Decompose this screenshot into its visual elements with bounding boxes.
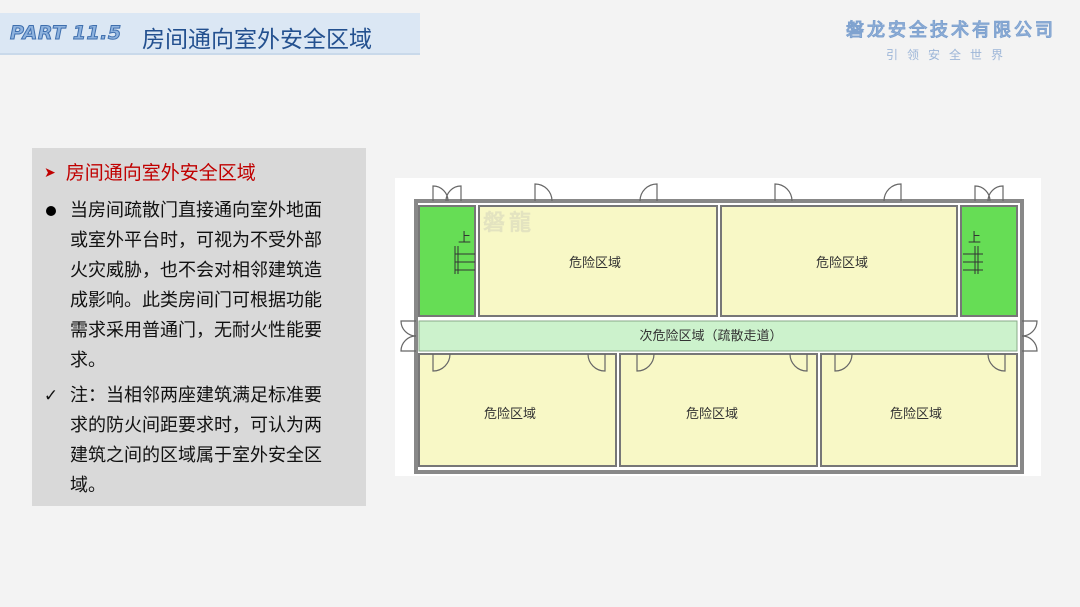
room-label-bottom-left: 危险区域 — [484, 407, 536, 422]
part-label: PART 11.5 — [10, 22, 122, 45]
stair-label-right: 上 — [968, 231, 981, 246]
paragraph-line: 注：当相邻两座建筑满足标准要 — [70, 385, 322, 406]
corridor — [418, 320, 1018, 352]
company-slogan: 引领安全世界 — [885, 48, 1012, 62]
paragraph-line: 成影响。此类房间门可根据功能 — [70, 290, 322, 311]
bullet-paragraph: 当房间疏散门直接通向室外地面 或室外平台时，可视为不受外部 火灾威胁，也不会对相… — [40, 196, 362, 376]
section-heading-text: 房间通向室外安全区域 — [65, 162, 256, 184]
paragraph-line: 或室外平台时，可视为不受外部 — [70, 230, 322, 251]
room-bottom-middle — [619, 353, 818, 467]
header-bar: PART 11.5 房间通向室外安全区域 — [0, 13, 420, 55]
floor-plan-diagram: 上 上 — [395, 178, 1041, 476]
room-label-top-right: 危险区域 — [816, 256, 868, 271]
paragraph-line: 域。 — [70, 475, 106, 496]
company-logo-text: 磐龙安全技术有限公司 引领安全世界 — [846, 16, 1056, 63]
note-paragraph: ✓ 注：当相邻两座建筑满足标准要 求的防火间距要求时，可认为两 建筑之间的区域属… — [40, 381, 362, 501]
paragraph-line: 当房间疏散门直接通向室外地面 — [70, 200, 322, 221]
room-label-bottom-right: 危险区域 — [890, 407, 942, 422]
door-icons — [400, 183, 1038, 372]
watermark-text: 磐龍 — [483, 210, 535, 236]
stair-icon-right — [963, 246, 983, 274]
room-bottom-right — [820, 353, 1018, 467]
page-title: 房间通向室外安全区域 — [142, 27, 372, 53]
room-bottom-left — [418, 353, 617, 467]
floor-plan-svg: 上 上 — [400, 183, 1038, 474]
paragraph-line: 求。 — [70, 350, 106, 371]
room-top-right — [720, 205, 958, 317]
company-name: 磐龙安全技术有限公司 — [846, 20, 1056, 41]
stair-icon-left — [454, 246, 475, 274]
stair-room-right — [960, 205, 1018, 317]
room-top-left — [478, 205, 718, 317]
arrow-bullet-icon: ➤ — [44, 165, 56, 181]
room-label-top-left: 危险区域 — [569, 256, 621, 271]
section-heading: ➤ 房间通向室外安全区域 — [44, 158, 256, 185]
checkmark-bullet-icon: ✓ — [43, 386, 59, 406]
paragraph-line: 求的防火间距要求时，可认为两 — [70, 415, 322, 436]
stair-label-left: 上 — [458, 231, 471, 246]
corridor-label: 次危险区域（疏散走道） — [639, 328, 782, 344]
dot-bullet-icon — [40, 196, 62, 226]
paragraph-line: 火灾威胁，也不会对相邻建筑造 — [70, 260, 322, 281]
room-label-bottom-middle: 危险区域 — [686, 407, 738, 422]
stair-room-left — [418, 205, 476, 317]
paragraph-line: 建筑之间的区域属于室外安全区 — [70, 445, 322, 466]
explanation-box: ➤ 房间通向室外安全区域 当房间疏散门直接通向室外地面 或室外平台时，可视为不受外… — [32, 148, 366, 506]
paragraph-line: 需求采用普通门，无耐火性能要 — [70, 320, 322, 341]
